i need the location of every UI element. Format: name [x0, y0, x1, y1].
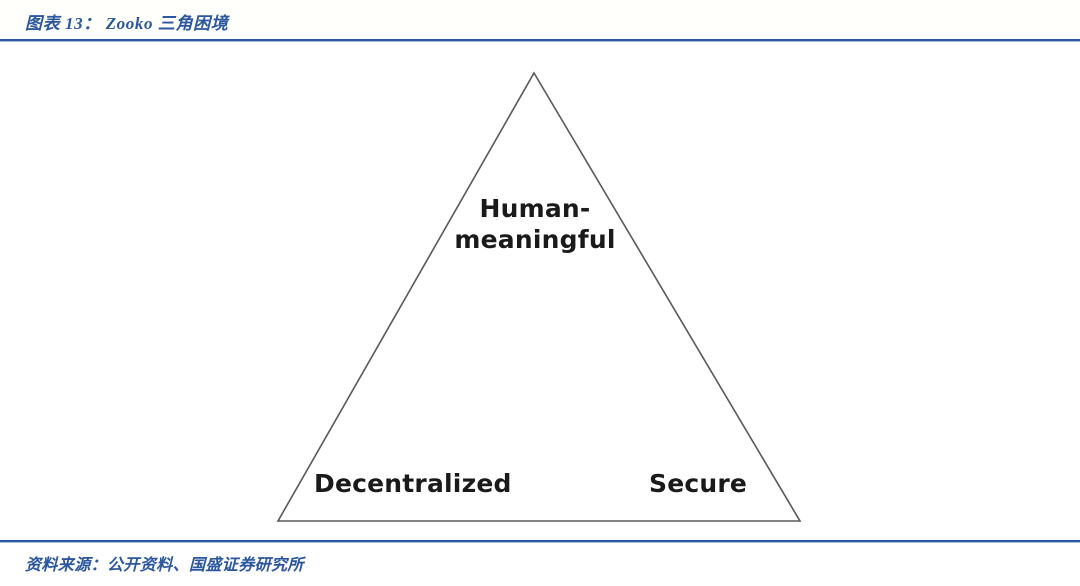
vertex-label-top-line2: meaningful [454, 224, 616, 254]
figure-source-note: 资料来源：公开资料、国盛证券研究所 [25, 557, 304, 574]
header-divider-thin [0, 41, 1080, 42]
triangle-outline [276, 71, 802, 522]
vertex-label-bottom-left: Decentralized [314, 469, 512, 498]
vertex-label-top: Human- meaningful [410, 194, 660, 255]
footer-divider-thin [0, 542, 1080, 543]
figure-body: Human- meaningful Decentralized Secure [0, 42, 1080, 540]
vertex-label-bottom-right: Secure [649, 469, 748, 498]
figure-header: 图表 13： Zooko 三角困境 [0, 0, 1080, 40]
figure-title: 图表 13： Zooko 三角困境 [25, 14, 229, 33]
header-divider-thick [0, 39, 1080, 41]
zooko-triangle-diagram [276, 71, 802, 522]
vertex-label-top-line1: Human- [479, 194, 591, 223]
footer-divider-thick [0, 540, 1080, 542]
